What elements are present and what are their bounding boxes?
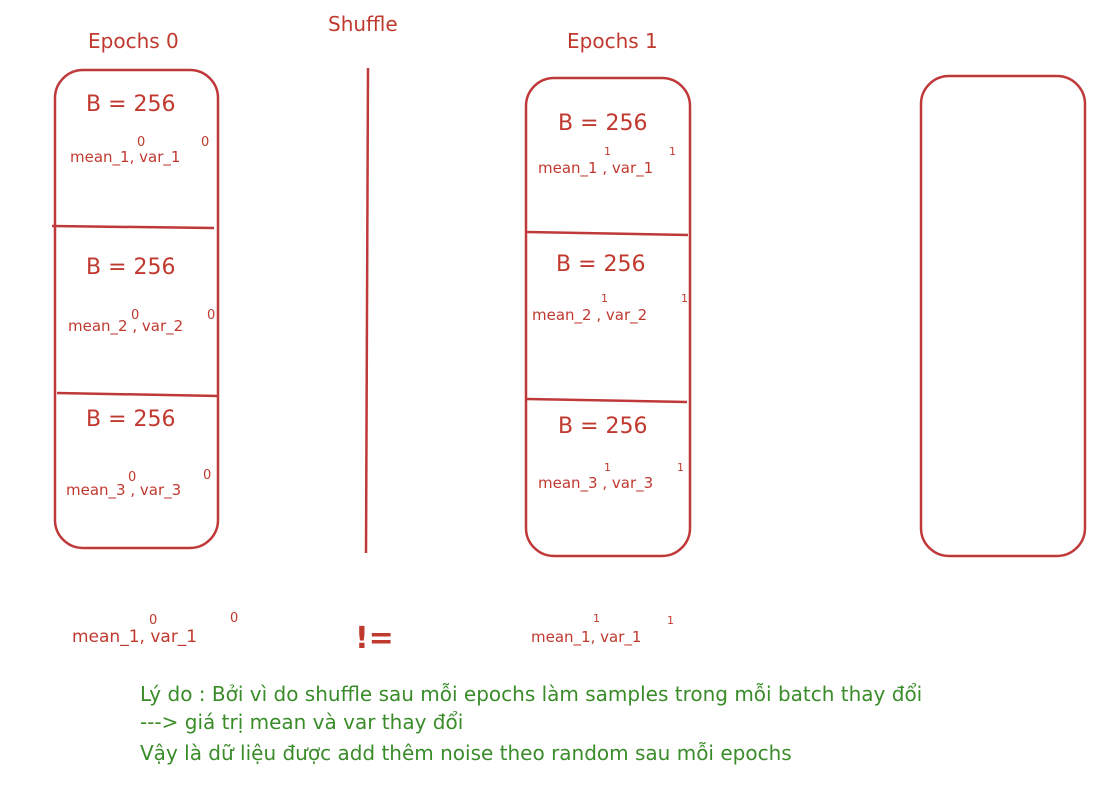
explanation-line-3: Vậy là dữ liệu được add thêm noise theo …: [140, 741, 792, 765]
comparison-left: mean_1, var_1: [72, 627, 197, 647]
explanation-line-1: Lý do : Bởi vì do shuffle sau mỗi epochs…: [140, 682, 922, 706]
comparison-right-var-superscript: 1: [667, 614, 674, 627]
epoch1-box: [524, 76, 692, 558]
epoch0-batch1-mean-superscript: 0: [137, 135, 145, 150]
epoch1-batch3-var-superscript: 1: [677, 461, 684, 474]
epoch1-column: B = 256 mean_1 , var_1 1 1 B = 256 mean_…: [524, 76, 692, 558]
epoch0-batch1-stats: mean_1, var_1: [70, 148, 180, 167]
explanation: Lý do : Bởi vì do shuffle sau mỗi epochs…: [140, 682, 922, 765]
epoch0-batch3-mean-superscript: 0: [128, 470, 136, 485]
epoch1-batch3-size: B = 256: [558, 414, 648, 439]
epoch1-divider-2: [526, 397, 688, 404]
epoch0-batch2-var-superscript: 0: [207, 308, 215, 323]
not-equal-sign: !=: [355, 621, 394, 656]
comparison-left-mean-superscript: 0: [149, 613, 157, 628]
epoch0-divider-2: [56, 391, 220, 398]
epoch1-batch2-mean-superscript: 1: [601, 292, 608, 305]
epoch0-batch1-var-superscript: 0: [201, 135, 209, 150]
epoch0-batch2-mean-superscript: 0: [131, 308, 139, 323]
explanation-line-2: ---> giá trị mean và var thay đổi: [140, 710, 463, 734]
epoch1-batch1-var-superscript: 1: [669, 145, 676, 158]
epoch1-batch2-size: B = 256: [556, 252, 646, 277]
epoch0-batch1-size: B = 256: [86, 92, 176, 117]
comparison-right-mean-superscript: 1: [593, 612, 600, 625]
epoch1-batch1-size: B = 256: [558, 111, 648, 136]
epoch0-batch3-var-superscript: 0: [203, 468, 211, 483]
shuffle-title: Shuffle: [328, 12, 398, 36]
comparison-left-var-superscript: 0: [230, 611, 238, 626]
epoch0-batch3-stats: mean_3 , var_3: [66, 481, 181, 500]
shuffle-line: [364, 67, 370, 554]
comparison-row: mean_1, var_1 0 0 != mean_1, var_1 1 1: [72, 611, 674, 656]
epoch0-title: Epochs 0: [88, 29, 179, 53]
epoch0-divider-1: [51, 224, 215, 230]
epoch0-batch3-size: B = 256: [86, 407, 176, 432]
next-epoch-box: [919, 74, 1087, 558]
epoch0-batch2-stats: mean_2 , var_2: [68, 317, 183, 336]
epoch0-box: [53, 68, 220, 550]
comparison-right: mean_1, var_1: [531, 628, 641, 647]
epoch1-batch1-mean-superscript: 1: [604, 145, 611, 158]
epoch1-batch1-stats: mean_1 , var_1: [538, 159, 653, 178]
epoch1-batch3-stats: mean_3 , var_3: [538, 474, 653, 493]
epoch1-batch2-stats: mean_2 , var_2: [532, 306, 647, 325]
epoch1-title: Epochs 1: [567, 29, 658, 53]
epoch1-divider-1: [526, 230, 689, 237]
epoch1-batch2-var-superscript: 1: [681, 292, 688, 305]
epoch0-batch2-size: B = 256: [86, 255, 176, 280]
epoch1-batch3-mean-superscript: 1: [604, 461, 611, 474]
epoch0-column: B = 256 mean_1, var_1 0 0 B = 256 mean_2…: [51, 68, 220, 550]
